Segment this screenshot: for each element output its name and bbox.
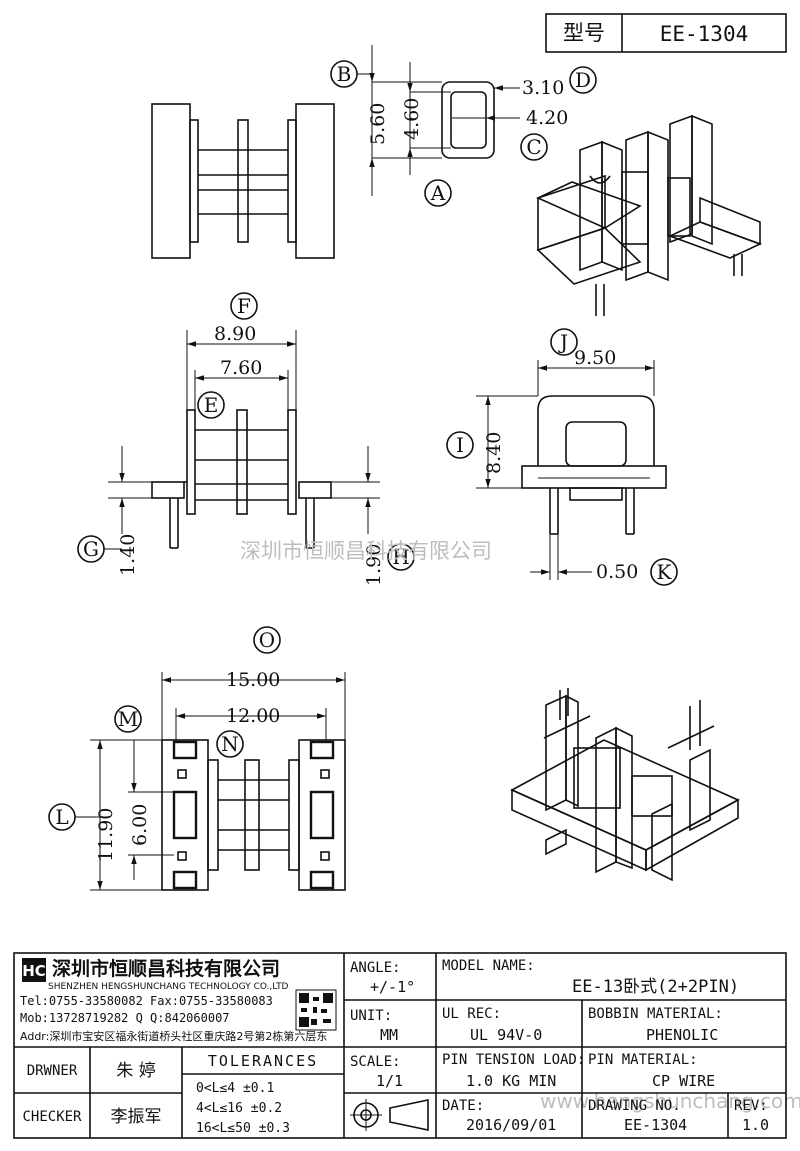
callout-c (520, 133, 548, 161)
drawer-label: DRWNER (27, 1063, 78, 1079)
dim-8-40: 8.40 (483, 432, 505, 474)
company-address: Addr:深圳市宝安区福永街道桥头社区重庆路2号第2栋第六层东 (20, 1029, 327, 1043)
callout-n (216, 730, 244, 758)
callout-j-text: J (558, 330, 568, 354)
dim-6-00: 6.00 (129, 804, 151, 846)
svg-text:HC: HC (22, 962, 46, 980)
company-logo: HC (22, 958, 46, 982)
dim-12-00: 12.00 (226, 705, 280, 727)
callout-k (650, 558, 678, 586)
dim-1-90: 1.90 (363, 544, 385, 586)
dim-5-60: 5.60 (367, 103, 389, 145)
ul-rec-label: UL REC: (442, 1006, 501, 1022)
pin-tension-value: 1.0 KG MIN (466, 1072, 556, 1090)
callout-d (569, 66, 597, 94)
tolerance-row-3: 16<L≤50 ±0.3 (196, 1121, 290, 1136)
model-name-label: MODEL NAME: (442, 958, 535, 974)
unit-value: MM (380, 1026, 398, 1044)
isometric-view-top (536, 114, 763, 316)
callout-f-text: F (237, 294, 251, 318)
bobbin-material-value: PHENOLIC (646, 1026, 718, 1044)
callout-b-text: B (337, 62, 352, 86)
callout-j (550, 328, 578, 356)
callout-c-text: C (526, 135, 541, 159)
callout-o (253, 626, 281, 654)
company-name-en: SHENZHEN HENGSHUNCHANG TECHNOLOGY CO.,LT… (48, 982, 289, 992)
callout-h-text: H (392, 545, 409, 569)
rev-value: 1.0 (742, 1116, 769, 1134)
company-tel-fax: Tel:0755-33580082 Fax:0755-33580083 (20, 994, 273, 1008)
bobbin-material-label: BOBBIN MATERIAL: (588, 1006, 723, 1022)
callout-o-text: O (259, 628, 275, 652)
callout-m-text: M (118, 707, 138, 731)
dim-0-50: 0.50 (596, 561, 638, 583)
callout-f (230, 292, 258, 320)
callout-a-text: A (430, 181, 446, 205)
checker-value: 李振军 (111, 1107, 162, 1127)
dim-15-00: 15.00 (226, 669, 280, 691)
drawing-no-value: EE-1304 (624, 1116, 687, 1134)
model-header: 型号 EE-1304 (545, 13, 787, 53)
window-view: 5.60 4.60 3.10 4.20 B D C A (330, 45, 597, 207)
dim-11-90: 11.90 (95, 808, 117, 862)
isometric-view-bottom (510, 688, 740, 882)
dim-8-90: 8.90 (214, 323, 256, 345)
callout-k-text: K (657, 560, 673, 584)
tolerances-label: TOLERANCES (208, 1052, 318, 1070)
unit-label: UNIT: (350, 1008, 392, 1024)
callout-a (424, 179, 452, 207)
callout-h (387, 543, 415, 571)
angle-value: +/-1° (370, 978, 415, 996)
dim-1-40: 1.40 (117, 534, 139, 576)
callout-i (446, 431, 474, 459)
bottom-view: 15.00 12.00 O N 11.90 6.00 M L (48, 626, 346, 891)
dim-3-10: 3.10 (522, 77, 564, 99)
date-value: 2016/09/01 (466, 1116, 556, 1134)
dim-4-60: 4.60 (401, 98, 423, 140)
checker-label: CHECKER (22, 1109, 82, 1125)
scale-label: SCALE: (350, 1054, 401, 1070)
callout-e (197, 391, 225, 419)
dim-7-60: 7.60 (220, 357, 262, 379)
scale-value: 1/1 (376, 1072, 403, 1090)
title-block: HC 深圳市恒顺昌科技有限公司 SHENZHEN HENGSHUNCHANG T… (13, 952, 787, 1139)
ul-rec-value: UL 94V-0 (470, 1026, 542, 1044)
dim-9-50: 9.50 (574, 347, 616, 369)
tolerance-row-1: 0<L≤4 ±0.1 (196, 1081, 274, 1096)
projection-symbol (350, 1099, 429, 1131)
callout-l-text: L (55, 805, 68, 829)
company-mob-qq: Mob:13728719282 Q Q:842060007 (20, 1011, 230, 1025)
model-header-value: EE-1304 (660, 22, 749, 46)
angle-label: ANGLE: (350, 960, 401, 976)
pin-material-value: CP WIRE (652, 1072, 715, 1090)
callout-m (114, 705, 142, 733)
watermark-center: 深圳市恒顺昌科技有限公司 (240, 539, 492, 563)
drawing-no-label: DRAWING NO. (588, 1098, 681, 1114)
rev-label: REV: (734, 1098, 768, 1114)
tolerance-row-2: 4<L≤16 ±0.2 (196, 1101, 282, 1116)
callout-i-text: I (456, 433, 464, 457)
date-label: DATE: (442, 1098, 484, 1114)
pin-material-label: PIN MATERIAL: (588, 1052, 698, 1068)
front-view: 8.90 7.60 F E 1.40 G 1.90 H (77, 292, 415, 586)
top-view (151, 103, 335, 259)
model-name-value: EE-13卧式(2+2PIN) (572, 977, 739, 997)
pin-tension-label: PIN TENSION LOAD: (442, 1052, 585, 1068)
model-header-label: 型号 (563, 21, 605, 45)
callout-n-text: N (221, 732, 239, 756)
company-name-cn: 深圳市恒顺昌科技有限公司 (52, 957, 280, 980)
side-view: 9.50 J 8.40 I 0.50 K (446, 328, 678, 586)
drawer-value: 朱 婷 (116, 1061, 155, 1081)
dim-4-20: 4.20 (526, 107, 568, 129)
qr-code (295, 989, 337, 1031)
callout-d-text: D (575, 68, 591, 92)
callout-e-text: E (204, 393, 219, 417)
callout-g-text: G (83, 537, 99, 561)
